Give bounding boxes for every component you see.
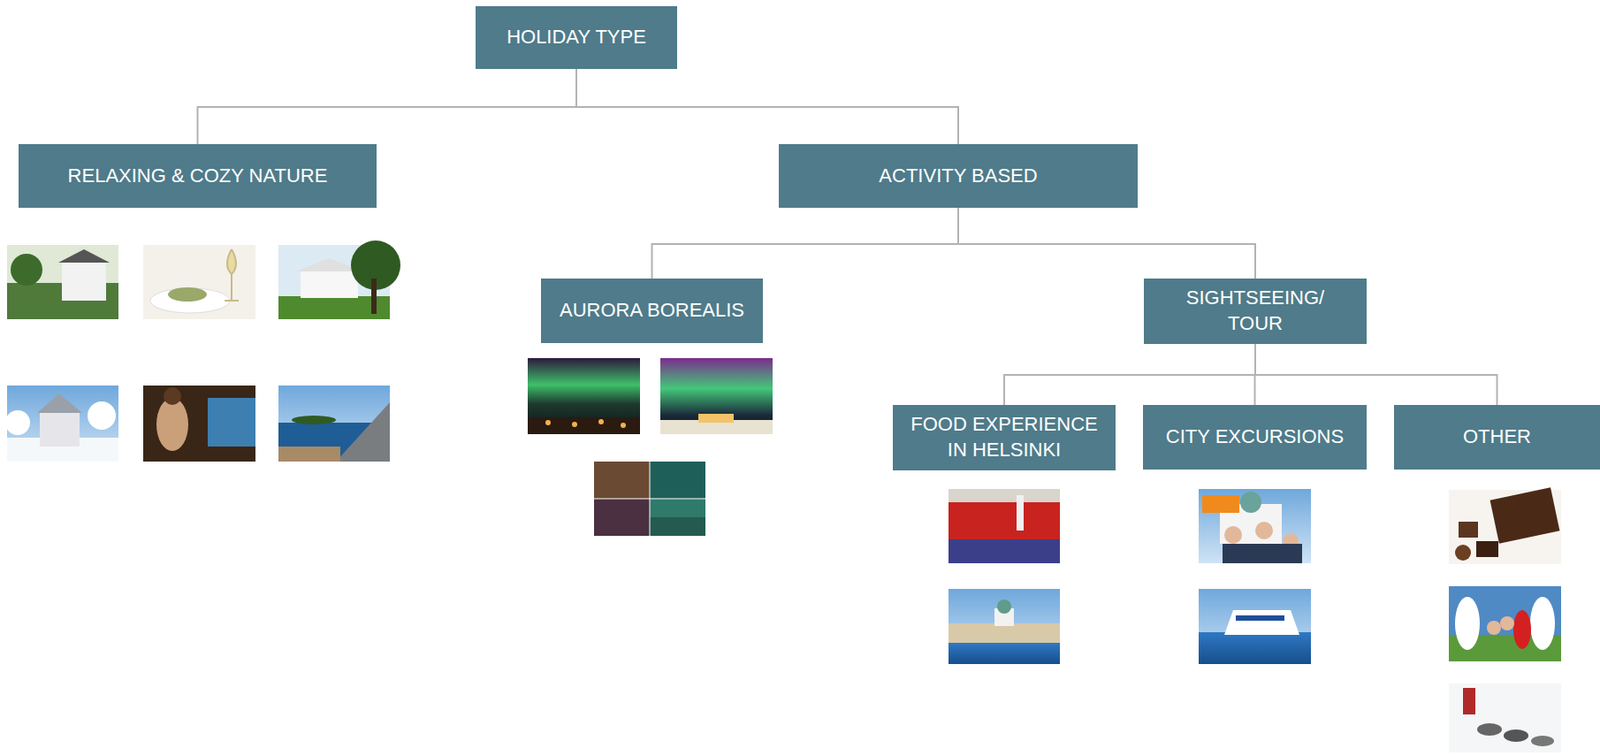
category-box: HOLIDAY TYPE	[475, 6, 678, 69]
photo	[527, 358, 640, 435]
photo	[1198, 488, 1311, 564]
tree-connector	[958, 207, 1256, 279]
box-label: HOLIDAY TYPE	[506, 24, 647, 51]
photo	[7, 244, 119, 320]
photo	[278, 240, 401, 320]
tree-connector	[576, 68, 959, 145]
box-label: CITY EXCURSIONS	[1165, 424, 1344, 450]
box-label: OTHER	[1462, 424, 1532, 450]
photo	[1448, 487, 1562, 564]
photo	[1448, 683, 1562, 753]
category-box: OTHER	[1394, 404, 1600, 470]
category-box: RELAXING & COZY NATURE	[18, 144, 377, 208]
photo	[278, 385, 390, 462]
tree-connector	[652, 207, 960, 279]
box-label: SIGHTSEEING/ TOUR	[1171, 285, 1340, 336]
photo	[660, 358, 773, 435]
tree-connector	[1004, 343, 1256, 405]
photo	[143, 244, 256, 320]
box-label: ACTIVITY BASED	[878, 163, 1037, 190]
photo	[594, 461, 706, 536]
category-box: ACTIVITY BASED	[778, 144, 1138, 208]
photo	[5, 385, 119, 462]
tree-connector	[198, 68, 578, 145]
photo	[1198, 588, 1311, 664]
photo	[948, 588, 1060, 664]
photo	[948, 488, 1060, 564]
category-box: FOOD EXPERIENCE IN HELSINKI	[892, 404, 1116, 471]
category-box: AURORA BOREALIS	[540, 278, 763, 343]
photo	[143, 385, 256, 462]
tree-connector	[1255, 343, 1498, 405]
photo	[1448, 586, 1562, 662]
box-label: AURORA BOREALIS	[559, 297, 745, 324]
box-label: RELAXING & COZY NATURE	[68, 163, 328, 190]
category-box: SIGHTSEEING/ TOUR	[1143, 278, 1367, 344]
category-box: CITY EXCURSIONS	[1142, 404, 1367, 470]
box-label: FOOD EXPERIENCE IN HELSINKI	[905, 411, 1105, 463]
